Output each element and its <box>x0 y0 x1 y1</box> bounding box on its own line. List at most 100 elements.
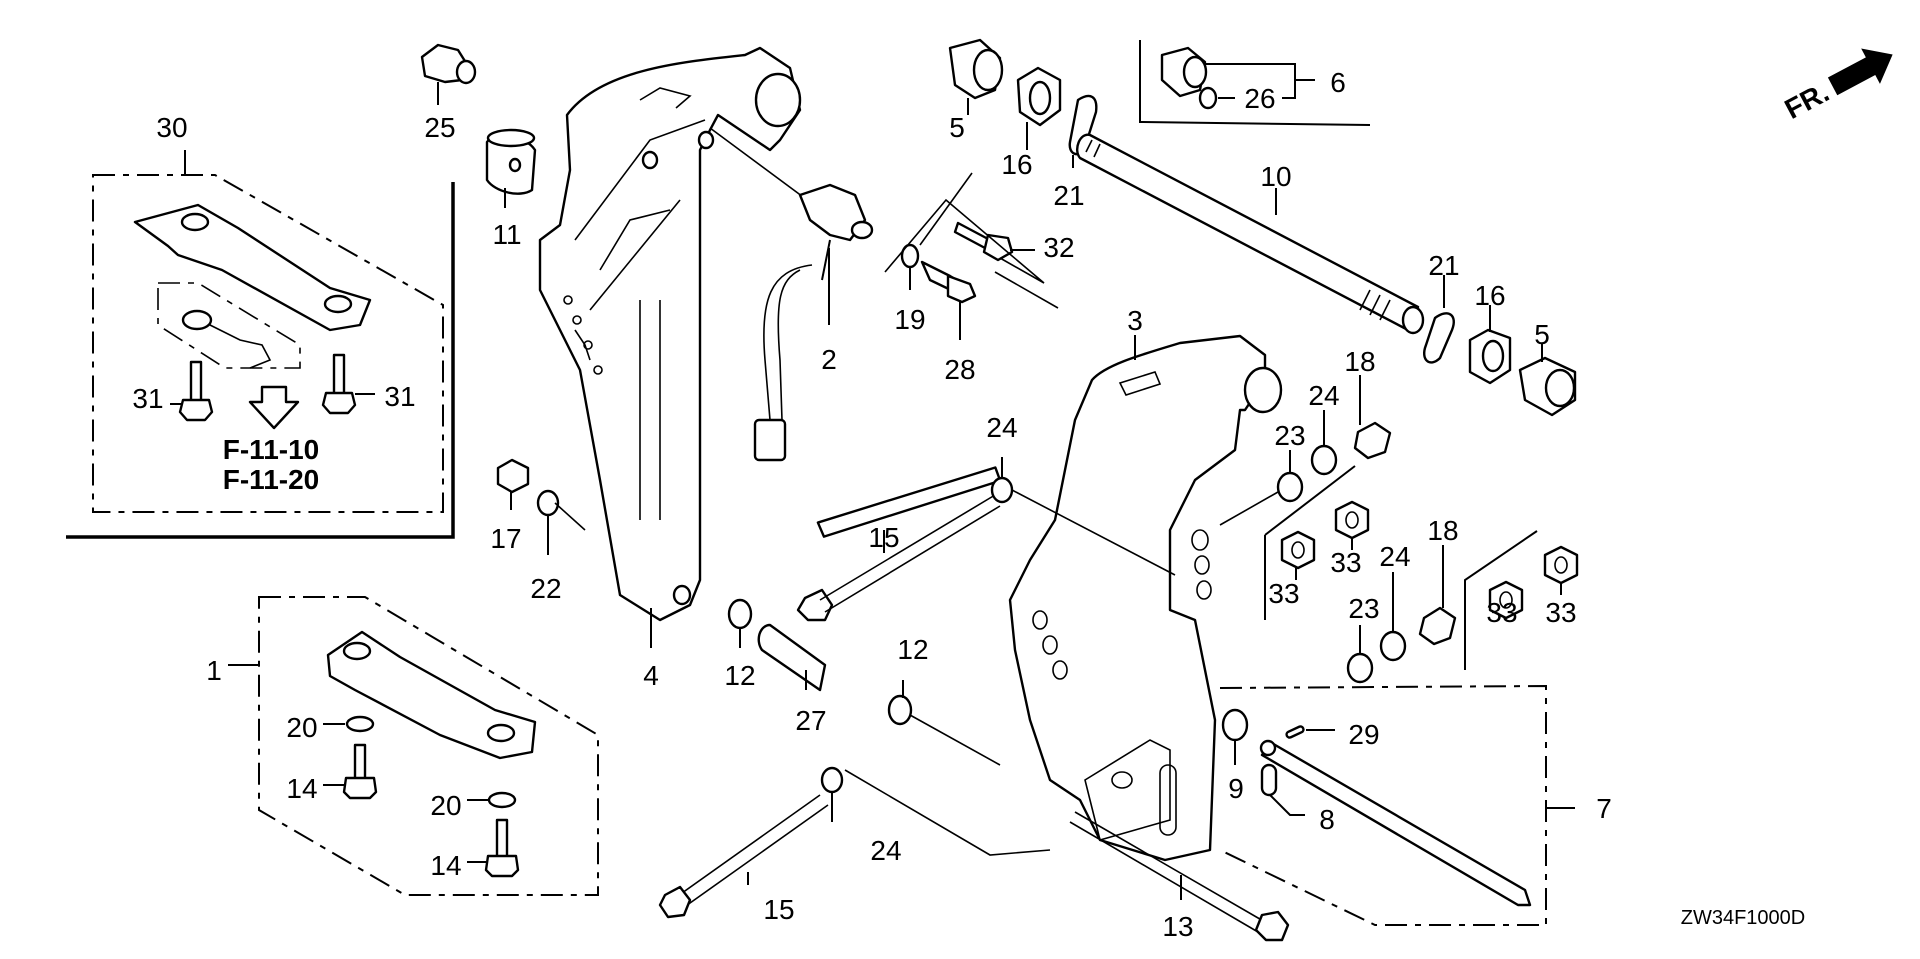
callout[interactable]: 25 <box>424 112 455 143</box>
part-23-washer-lower <box>1346 625 1374 684</box>
callout[interactable]: 11 <box>492 219 521 250</box>
callout[interactable]: 31 <box>132 383 163 414</box>
callout[interactable]: 15 <box>868 522 899 553</box>
callout[interactable]: 5 <box>1534 319 1550 350</box>
part-18-nut-upper <box>1353 375 1392 460</box>
callout[interactable]: 2 <box>821 344 837 375</box>
kit-7-frame <box>1219 684 1575 926</box>
callout[interactable]: 6 <box>1330 67 1346 98</box>
callout[interactable]: 33 <box>1330 547 1361 578</box>
kit-30-frame <box>66 150 455 539</box>
callout[interactable]: 24 <box>1308 380 1339 411</box>
part-31-bolt-right <box>321 353 357 415</box>
callout[interactable]: 29 <box>1348 719 1379 750</box>
callout[interactable]: 33 <box>1486 597 1517 628</box>
cross-reference-2: F-11-20 <box>223 464 320 495</box>
callout[interactable]: 22 <box>530 573 561 604</box>
part-1-bracket <box>326 630 537 760</box>
part-33-nut-c <box>1488 580 1524 620</box>
callout[interactable]: 32 <box>1043 232 1074 263</box>
cross-reference-arrow <box>248 385 300 430</box>
callout[interactable]: 14 <box>286 773 317 804</box>
part-28-bolt <box>920 260 977 340</box>
callout[interactable]: 16 <box>1001 149 1032 180</box>
callout[interactable]: 8 <box>1319 804 1335 835</box>
callout[interactable]: 3 <box>1127 305 1143 336</box>
part-17-nut <box>496 458 530 510</box>
callout[interactable]: 24 <box>1379 541 1410 572</box>
callout[interactable]: 1 <box>206 655 222 686</box>
callout[interactable]: 19 <box>894 304 925 335</box>
callout[interactable]: 20 <box>286 712 317 743</box>
callout[interactable]: 21 <box>1428 250 1459 281</box>
bracket-32-28 <box>884 198 1045 284</box>
callout[interactable]: 5 <box>949 112 965 143</box>
part-2-sensor <box>753 183 874 462</box>
callout[interactable]: 13 <box>1162 911 1193 942</box>
part-5-cap-right <box>1518 344 1577 417</box>
part-25-clip <box>420 43 477 105</box>
callout[interactable]: 16 <box>1474 280 1505 311</box>
part-16-nut-top <box>1016 66 1062 150</box>
callout[interactable]: 21 <box>1053 180 1084 211</box>
callout[interactable]: 33 <box>1268 578 1299 609</box>
callout[interactable]: 31 <box>384 381 415 412</box>
part-15-bolt-upper <box>796 466 1002 622</box>
part-21-seal-right <box>1423 275 1455 364</box>
part-22-washer <box>536 489 560 555</box>
callout[interactable]: 18 <box>1344 346 1375 377</box>
callout[interactable]: 23 <box>1274 420 1305 451</box>
part-33-nut-b <box>1334 500 1370 550</box>
callout[interactable]: 28 <box>944 354 975 385</box>
callout[interactable]: 30 <box>156 112 187 143</box>
diagram-code: ZW34F1000D <box>1681 907 1806 929</box>
part-4-swivel-bracket-left <box>538 46 802 648</box>
part-20-washer-left <box>345 715 375 733</box>
part-29-pin <box>1285 725 1335 739</box>
callout[interactable]: 14 <box>430 850 461 881</box>
part-24-washer-middle <box>990 457 1014 504</box>
callout[interactable]: 17 <box>490 523 521 554</box>
part-24-washer-upper <box>1310 410 1338 476</box>
part-7-rod <box>1259 739 1532 907</box>
kit-1-frame <box>228 596 599 896</box>
callout[interactable]: 9 <box>1228 773 1244 804</box>
part-3-swivel-bracket-right <box>1008 334 1283 862</box>
part-14-bolt-left <box>342 743 378 800</box>
part-15-bolt-lower <box>658 794 829 919</box>
part-30-bracket <box>133 203 372 369</box>
callout[interactable]: 20 <box>430 790 461 821</box>
part-27-sleeve <box>757 623 827 692</box>
part-18-nut-lower <box>1418 545 1457 646</box>
callout[interactable]: 33 <box>1545 597 1576 628</box>
front-direction-label: FR. <box>1780 76 1834 125</box>
part-20-washer-right <box>487 791 517 809</box>
callout[interactable]: 24 <box>870 835 901 866</box>
part-23-washer-upper <box>1276 450 1304 503</box>
part-32-bolt <box>953 221 1035 262</box>
part-14-bolt-right <box>484 818 520 878</box>
part-5-cap-top <box>948 38 1004 115</box>
callout[interactable]: 18 <box>1427 515 1458 546</box>
callout[interactable]: 12 <box>724 660 755 691</box>
callout[interactable]: 10 <box>1260 161 1291 192</box>
part-24-washer-bottom <box>820 766 844 822</box>
callout[interactable]: 24 <box>986 412 1017 443</box>
callout[interactable]: 12 <box>897 634 928 665</box>
callout[interactable]: 4 <box>643 660 659 691</box>
callout[interactable]: 27 <box>795 705 826 736</box>
front-direction-indicator: FR. <box>1780 48 1893 125</box>
part-9-collar <box>1221 708 1249 765</box>
callout[interactable]: 7 <box>1596 793 1612 824</box>
callout[interactable]: 26 <box>1244 83 1275 114</box>
kit-6-group <box>1139 40 1371 126</box>
part-13-bolt <box>1069 811 1290 942</box>
part-10-shaft <box>1076 133 1425 335</box>
callout[interactable]: 23 <box>1348 593 1379 624</box>
part-19-washer <box>900 243 920 290</box>
part-12-collar-right <box>887 680 913 726</box>
callout[interactable]: 15 <box>763 894 794 925</box>
part-11-bushing <box>485 128 537 208</box>
part-12-collar-left <box>727 598 753 648</box>
